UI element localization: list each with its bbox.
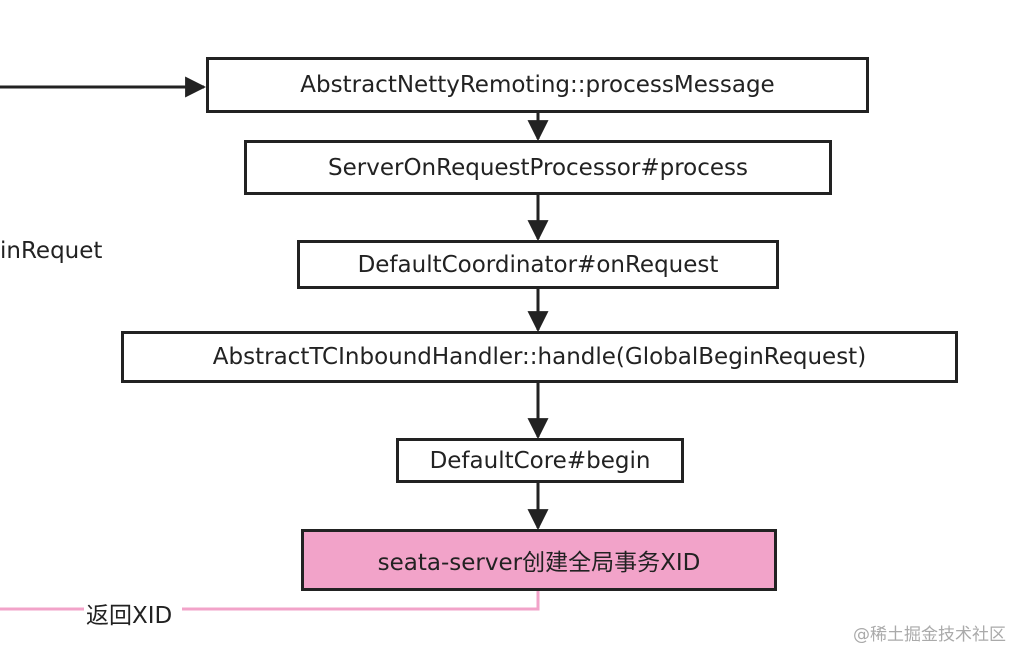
return-line: [182, 590, 540, 611]
node-create-global-xid: seata-server创建全局事务XID: [301, 529, 777, 591]
node-server-request-processor: ServerOnRequestProcessor#process: [244, 140, 832, 195]
node-default-coordinator: DefaultCoordinator#onRequest: [297, 240, 779, 289]
watermark: @稀土掘金技术社区: [853, 625, 1006, 645]
node-default-core-begin: DefaultCore#begin: [396, 438, 684, 483]
return-label: 返回XID: [86, 603, 173, 629]
side-label: inRequet: [0, 238, 103, 264]
node-tc-inbound-handler: AbstractTCInboundHandler::handle(GlobalB…: [121, 331, 958, 383]
node-process-message: AbstractNettyRemoting::processMessage: [206, 57, 869, 113]
